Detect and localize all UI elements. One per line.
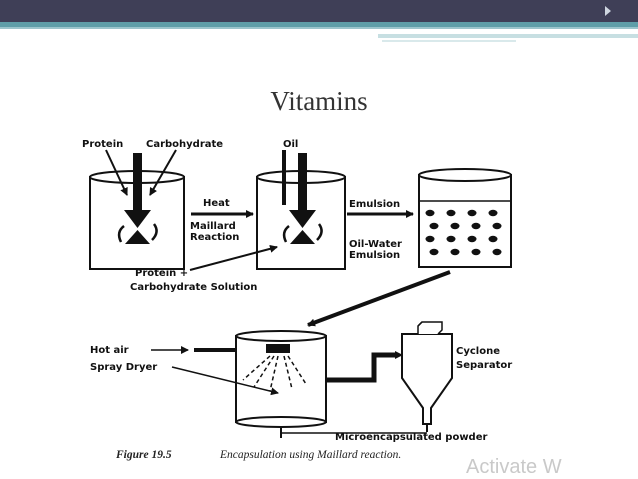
oil-droplet xyxy=(471,248,481,256)
cyclone-separator xyxy=(401,321,453,425)
stirrer-1 xyxy=(117,153,158,244)
oil-water-label-line-2: Emulsion xyxy=(349,250,400,261)
powder-label: Microencapsulated powder xyxy=(335,432,488,443)
carbohydrate-feed-arrow xyxy=(149,149,177,196)
hot-air-label: Hot air xyxy=(90,345,129,356)
accent-stripe-right-thin xyxy=(382,40,516,42)
oil-droplet xyxy=(492,248,502,256)
carbohydrate-label: Carbohydrate xyxy=(146,139,223,150)
transfer-pipe xyxy=(326,352,398,383)
figure-caption: Encapsulation using Maillard reaction. xyxy=(219,449,401,461)
spray-dryer-label: Spray Dryer xyxy=(90,362,157,373)
oil-droplet xyxy=(429,248,439,256)
oil-droplet xyxy=(429,222,439,230)
hot-air-inlet xyxy=(194,348,236,352)
accent-stripe-right xyxy=(378,34,638,38)
oil-droplet xyxy=(446,209,456,217)
slide-marker-icon xyxy=(605,6,611,16)
solution-arrow xyxy=(189,244,278,271)
solution-label-line-2: Carbohydrate Solution xyxy=(130,282,257,293)
cyclone-label-line-2: Separator xyxy=(456,360,512,371)
feed-to-dryer-arrow xyxy=(307,270,451,327)
heat-label: Heat xyxy=(203,198,230,209)
oil-label: Oil xyxy=(283,139,298,150)
slide-title: Vitamins xyxy=(270,86,368,116)
protein-feed-arrow xyxy=(105,149,128,196)
accent-stripe-thin xyxy=(0,27,638,29)
oil-droplet xyxy=(425,209,435,217)
figure-number: Figure 19.5 xyxy=(115,449,172,461)
oil-droplet xyxy=(467,235,477,243)
oil-droplet xyxy=(488,235,498,243)
maillard-label-line-1: Maillard xyxy=(190,221,236,232)
reactor-vessel-2 xyxy=(256,170,346,270)
activation-watermark: Activate W xyxy=(466,456,562,478)
oil-droplet xyxy=(467,209,477,217)
oil-droplet xyxy=(492,222,502,230)
maillard-label-line-2: Reaction xyxy=(190,232,239,243)
emulsion-label: Emulsion xyxy=(349,199,400,210)
oil-droplet xyxy=(471,222,481,230)
spray-dryer-pointer xyxy=(171,366,279,396)
oil-water-label-line-1: Oil-Water xyxy=(349,239,402,250)
header-bar xyxy=(0,0,638,22)
protein-label: Protein xyxy=(82,139,123,150)
atomizer-nozzle xyxy=(266,344,290,353)
oil-droplet xyxy=(446,235,456,243)
oil-pipe xyxy=(282,150,286,205)
oil-droplet xyxy=(450,248,460,256)
accent-stripe xyxy=(0,22,638,27)
cyclone-label-line-1: Cyclone xyxy=(456,346,500,357)
oil-droplets xyxy=(425,209,502,256)
solution-label-line-1: Protein + xyxy=(135,268,188,279)
stirrer-2 xyxy=(282,153,323,244)
oil-droplet xyxy=(450,222,460,230)
spray-pattern xyxy=(242,355,307,392)
oil-droplet xyxy=(425,235,435,243)
oil-droplet xyxy=(488,209,498,217)
